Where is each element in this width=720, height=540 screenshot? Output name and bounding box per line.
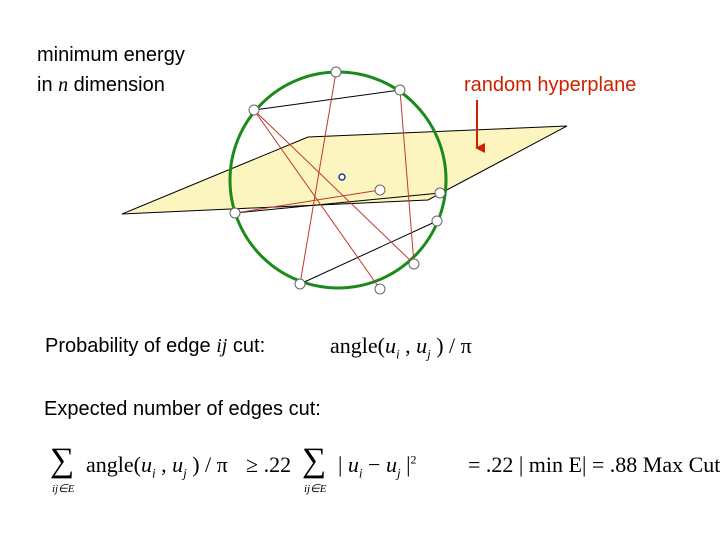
vertex [229,207,241,219]
expected-formula: ∑ ij∈E angle(ui , uj ) / π ≥ .22 ∑ ij∈E … [50,442,720,508]
vertex [330,66,342,78]
title-line-1: minimum energy [37,44,185,66]
distance-term: | ui − uj |2 [338,452,417,481]
vertices [229,66,446,295]
title-line-2: in n dimension [37,74,165,96]
edge-cut-3 [253,109,415,265]
vertex [408,258,420,270]
vertex [434,187,446,199]
edge-cut-5 [399,89,415,265]
diagram-title: minimum energy in n dimension [37,40,185,100]
sum-symbol-1: ∑ [50,442,75,479]
edge-uncut-3 [299,220,438,285]
hyperplane [121,125,568,215]
edge-cut-2 [299,71,337,285]
angle-term: angle(ui , uj ) / π [86,452,228,481]
sum-subscript-2: ij∈E [304,483,327,495]
vertex [248,104,260,116]
vertex [374,283,386,295]
edge-uncut-2 [234,192,441,214]
sphere-center [338,173,346,181]
sum-subscript-1: ij∈E [52,483,75,495]
hyperplane-label: random hyperplane [464,74,637,96]
probability-formula: angle(ui , uj ) / π [330,333,472,362]
sum-symbol-2: ∑ [302,442,327,479]
vertex [394,84,406,96]
geq-constant: ≥ .22 [246,452,292,477]
vertex [294,278,306,290]
probability-label: Probability of edge ij cut: [45,335,266,357]
edge-uncut-1 [253,89,401,111]
vertex [431,215,443,227]
result-equation: = .22 | min E| = .88 Max Cut [468,452,720,477]
vertex [374,184,386,196]
edge-cut-4 [234,189,381,214]
expected-label: Expected number of edges cut: [44,398,321,420]
